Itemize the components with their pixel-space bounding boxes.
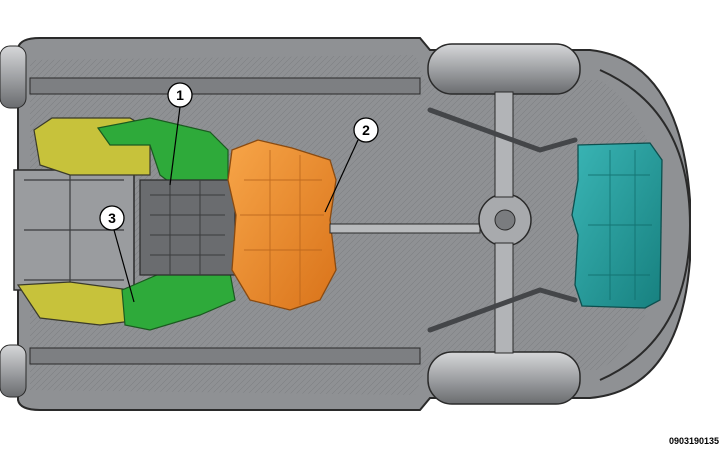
teal-shield-ribs (588, 150, 652, 300)
frame-rail-lower (29, 347, 421, 365)
orange-shield-ribs (240, 150, 324, 305)
callout-1-leader (169, 106, 181, 186)
callout-3-leader (113, 229, 135, 303)
callout-3: 3 (99, 205, 125, 231)
frame-rail-upper (29, 77, 421, 95)
rear-bumper (599, 69, 692, 381)
callout-3-label: 3 (108, 210, 116, 226)
rear-axle-lower (494, 242, 514, 354)
rear-differential-center (494, 209, 516, 231)
callout-1: 1 (167, 82, 193, 108)
callout-1-label: 1 (176, 87, 184, 103)
front-right-tire (0, 344, 27, 398)
rear-left-tire (427, 43, 581, 95)
figure-code: 0903190135 (668, 436, 719, 446)
rear-suspension-arms (427, 107, 578, 333)
orange-shield (227, 139, 337, 311)
front-crossmember-ribs (24, 170, 124, 290)
engine-transmission (139, 179, 236, 276)
driveshaft (329, 223, 481, 234)
teal-shield (571, 142, 663, 309)
callout-2-label: 2 (362, 122, 370, 138)
rear-right-tire (427, 351, 581, 405)
rear-axle-upper (494, 91, 514, 198)
callout-2-leader (324, 139, 359, 213)
front-left-tire (0, 45, 27, 109)
callout-2: 2 (353, 117, 379, 143)
engine-details (150, 180, 225, 275)
